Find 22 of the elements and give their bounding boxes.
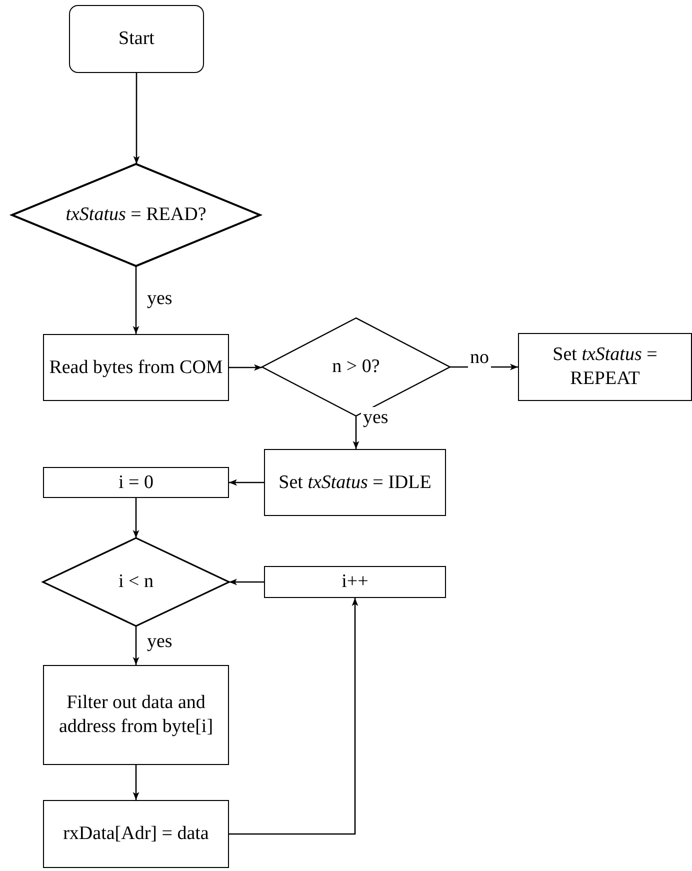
arrow — [133, 73, 140, 164]
arrow — [132, 498, 140, 538]
process-box: rxData[Adr] = data — [43, 800, 229, 868]
arrow — [229, 578, 264, 586]
arrow — [450, 364, 518, 370]
start-terminal: Start — [69, 5, 204, 73]
arrow — [229, 479, 264, 486]
arrow — [229, 364, 262, 371]
arrow — [229, 598, 358, 835]
decision-diamond: txStatus = READ? — [12, 164, 260, 266]
decision-diamond: i < n — [43, 538, 229, 626]
arrow — [132, 765, 140, 800]
arrow — [132, 626, 140, 665]
process-box: i++ — [264, 566, 446, 598]
process-box: Read bytes from COM — [43, 334, 229, 401]
process-box: Set txStatus = IDLE — [264, 449, 446, 516]
edge-label: yes — [361, 407, 390, 428]
process-box: Filter out data and address from byte[i] — [43, 665, 229, 765]
process-box: i = 0 — [43, 467, 229, 498]
process-box: Set txStatus = REPEAT — [518, 333, 692, 401]
arrow — [132, 266, 140, 334]
arrow — [352, 416, 360, 449]
